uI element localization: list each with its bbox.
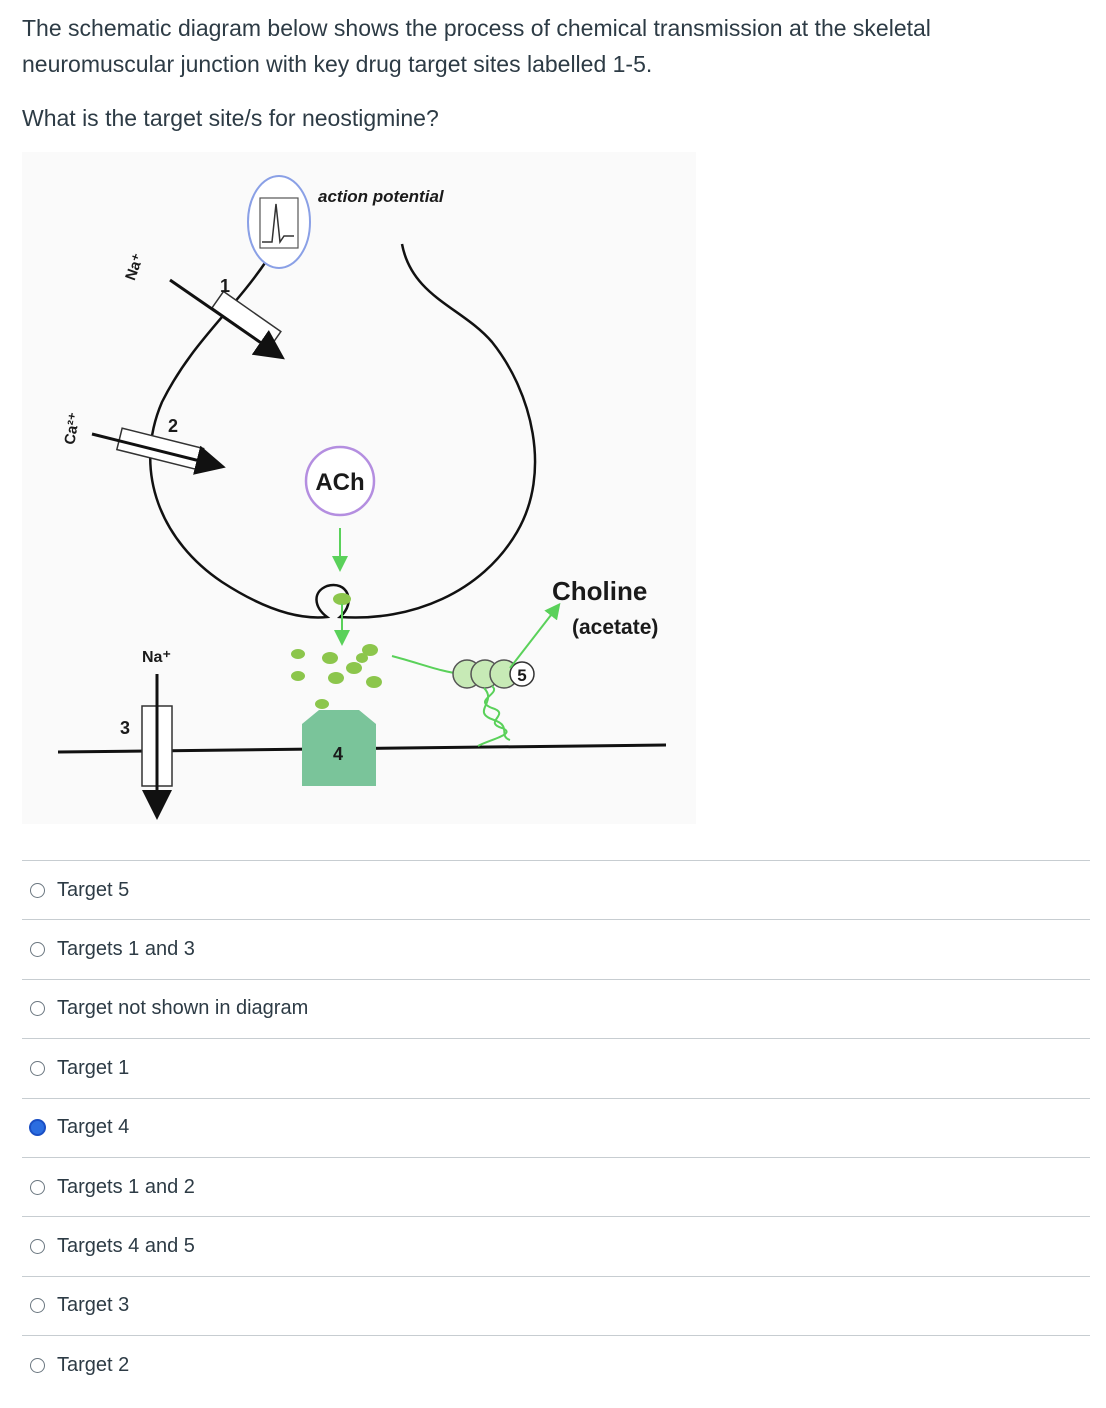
answer-label: Targets 1 and 2 <box>57 1175 195 1198</box>
nerve-terminal-membrane <box>148 243 537 619</box>
question-intro: The schematic diagram below shows the pr… <box>22 15 931 77</box>
question-prompt: What is the target site/s for neostigmin… <box>22 105 439 131</box>
answer-label: Target 4 <box>57 1116 130 1139</box>
label-ca: Ca²⁺ <box>61 411 83 446</box>
answer-option[interactable]: Target not shown in diagram <box>22 978 1090 1038</box>
label-acetate: (acetate) <box>572 616 658 639</box>
target-4-label: 4 <box>333 744 343 764</box>
radio-button[interactable] <box>30 1179 45 1195</box>
radio-button[interactable] <box>30 1298 45 1314</box>
answer-label: Target not shown in diagram <box>57 997 309 1020</box>
target-2-ca-channel <box>115 427 205 471</box>
answer-option[interactable]: Target 1 <box>22 1038 1090 1097</box>
answer-label: Target 2 <box>57 1353 130 1376</box>
answer-option[interactable]: Target 2 <box>22 1335 1090 1394</box>
label-action-potential: action potential <box>318 187 445 206</box>
answer-option[interactable]: Targets 1 and 3 <box>22 919 1090 978</box>
label-na-channel-3: Na⁺ <box>142 649 171 666</box>
answer-label: Target 5 <box>57 878 130 901</box>
target-1-na-channel <box>211 290 282 350</box>
action-potential-icon <box>247 175 311 269</box>
answer-option[interactable]: Target 4 <box>22 1097 1090 1157</box>
label-choline: Choline <box>552 576 647 606</box>
radio-button[interactable] <box>30 882 45 898</box>
answer-label: Targets 4 and 5 <box>57 1235 195 1258</box>
label-ach: ACh <box>315 469 364 496</box>
radio-button[interactable] <box>30 1060 45 1076</box>
ach-molecules <box>291 644 382 709</box>
radio-button[interactable] <box>30 942 45 958</box>
target-3-label: 3 <box>120 718 130 738</box>
answer-label: Target 3 <box>57 1294 130 1317</box>
radio-button[interactable] <box>30 1357 45 1373</box>
answer-list: Target 5 Targets 1 and 3 Target not shown … <box>22 860 1090 1395</box>
target-5-label: 5 <box>517 666 526 685</box>
target-4-nicotinic-receptor <box>302 710 376 786</box>
radio-button[interactable] <box>30 1239 45 1255</box>
target-2-label: 2 <box>168 416 178 436</box>
answer-option[interactable]: Target 5 <box>22 860 1090 919</box>
answer-option[interactable]: Target 3 <box>22 1275 1090 1335</box>
radio-selected[interactable] <box>29 1119 46 1137</box>
answer-label: Target 1 <box>57 1056 130 1079</box>
answer-label: Targets 1 and 3 <box>57 938 195 961</box>
ach-circle <box>304 445 376 517</box>
answer-option[interactable]: Targets 4 and 5 <box>22 1216 1090 1275</box>
question-text: The schematic diagram below shows the pr… <box>22 10 1082 136</box>
answer-option[interactable]: Targets 1 and 2 <box>22 1156 1090 1216</box>
label-na-channel-1: Na⁺ <box>122 251 147 282</box>
nmj-diagram: action potential Na⁺ 1 Ca²⁺ 2 ACh <box>22 152 696 824</box>
radio-button[interactable] <box>30 1001 45 1017</box>
target-1-label: 1 <box>220 276 230 296</box>
target-5-acetylcholinesterase: 5 <box>452 659 535 747</box>
